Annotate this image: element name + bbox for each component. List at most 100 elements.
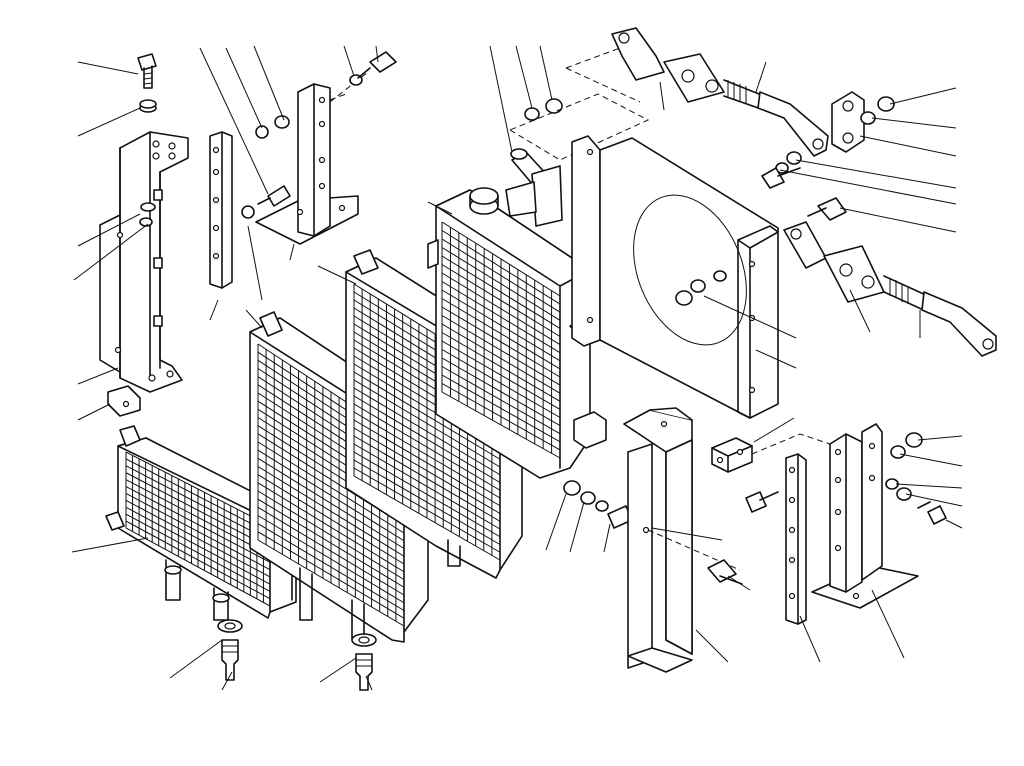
nuts-elbow [524,98,563,121]
mesh-line [125,451,271,527]
nut-bolt-upright [241,51,397,219]
bolts-right [707,491,947,585]
mesh-line [441,340,561,410]
fitting-center [351,633,377,691]
nuts-right-cluster [885,432,923,501]
mesh-line [353,467,501,553]
spacer-block [711,433,867,473]
callout-leader-line [603,523,611,553]
mesh-line [353,395,501,483]
callout-leader-line [225,47,263,129]
mesh-line [257,457,405,549]
callout-leader-line [375,45,379,63]
callout-leader-line [209,299,219,321]
callout-leader-line [77,213,141,247]
right-strap-plate [785,453,807,625]
right-upright-bracket [811,423,919,609]
callout-leader-line [659,81,665,111]
callout-leader-line [871,589,905,659]
mesh-line [353,387,501,476]
callout-leader-line [289,243,295,261]
mesh-line [257,466,405,557]
fitting-left [217,619,243,681]
mesh-line [125,479,271,556]
mesh-line [353,459,501,545]
mesh-line [441,272,561,346]
mesh-line [353,371,501,460]
callout-leader-line [703,295,797,339]
mesh-line [257,539,405,627]
callout-leader-line [77,61,139,75]
mesh-line [353,419,501,507]
callout-leader-line [859,135,957,157]
fan-shroud [571,135,779,419]
callout-leader-line [317,265,357,285]
mesh-line [441,289,561,362]
callout-leader-line [343,45,355,77]
mesh-line [441,298,561,370]
mesh-line [441,281,561,354]
mesh-line [125,506,271,585]
callout-leader-line [753,417,795,443]
mesh-line [353,427,501,514]
callout-leader-line [247,225,263,301]
callout-leader-line [755,349,797,369]
mesh-line [257,515,405,604]
callout-leader-line [839,207,957,233]
callout-leader-line [795,159,957,189]
mesh-line [257,498,405,588]
mesh-line [441,306,561,378]
mesh-line [125,465,271,541]
callout-leader-line [799,615,821,663]
mesh-line [353,411,501,499]
mesh-line [125,472,271,549]
callout-leader-line [755,61,767,93]
callout-leader-line [539,45,553,101]
callout-leader-line [695,629,729,663]
mesh-line [441,247,561,321]
nut-left-bracket [139,202,156,227]
callout-leader-line [917,435,963,441]
callout-leader-line [945,519,963,529]
callout-leader-line [77,367,119,385]
mesh-line [125,527,271,607]
mesh-line [441,357,561,427]
callout-leader-line [221,671,233,691]
rear-radiator-mesh [441,221,561,459]
mesh-line [441,383,561,451]
callout-leader-line [427,201,453,215]
callout-leader-line [319,657,357,683]
mesh-line [353,403,501,491]
mesh-line [353,443,501,530]
callout-leader-line [779,169,957,205]
callout-leader-line [77,107,141,137]
mesh-line [353,451,501,538]
callout-leader-line [515,45,533,109]
mesh-line [441,323,561,394]
callout-leader-line [489,45,513,153]
left-strap-plate [209,131,233,289]
mesh-line [125,513,271,592]
mesh-line [441,315,561,386]
callout-leader-line [253,45,285,121]
mesh-line [257,523,405,611]
mesh-line [441,230,561,305]
mesh-line [353,475,501,561]
callout-leader-line [77,403,111,421]
mesh-line [257,482,405,573]
hose-elbow [505,148,563,227]
mesh-line [257,490,405,580]
mesh-line [125,493,271,571]
mesh-line [353,379,501,468]
mesh-line [441,366,561,435]
callout-leader-line [895,483,963,489]
mesh-line [125,499,271,578]
callout-leader-line [73,223,149,281]
callout-leader-line [569,501,585,553]
callout-leader-line [365,675,373,691]
mesh-line [441,255,561,329]
mesh-line [125,486,271,563]
callout-leaders [71,45,963,691]
